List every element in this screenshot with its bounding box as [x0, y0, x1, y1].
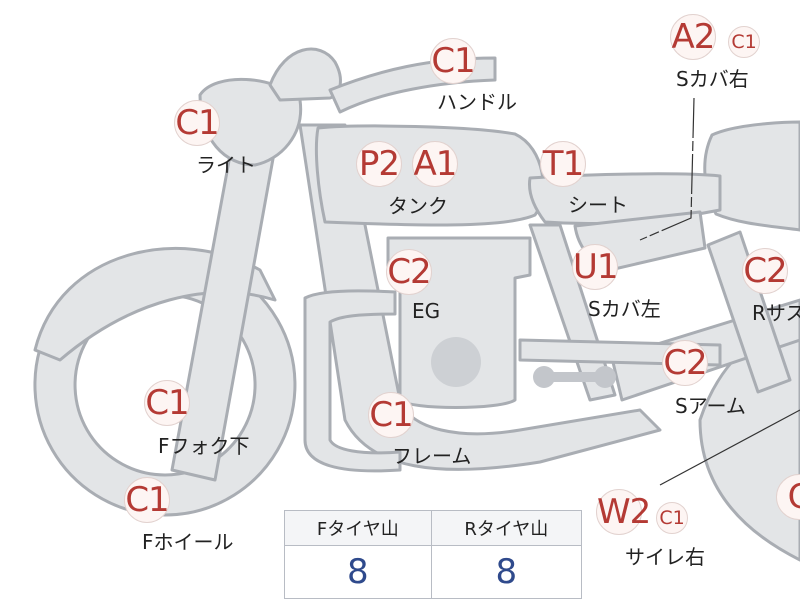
- side-cover-left-code: U1: [572, 244, 619, 290]
- muffler-right-label: サイレ右: [625, 545, 705, 569]
- light-label: ライト: [196, 153, 256, 177]
- rear-tire-value: 8: [430, 545, 583, 599]
- headlight-shape: [198, 78, 303, 167]
- table-row: 8 8: [284, 545, 583, 599]
- muffler-right-code: W2: [596, 489, 651, 535]
- handle-label: ハンドル: [437, 90, 517, 114]
- fork-lower-label: Fフォク下: [158, 434, 250, 458]
- handle-code: C1: [430, 38, 476, 84]
- table-header-row: Fタイヤ山 Rタイヤ山: [284, 510, 583, 546]
- rear-suspension-shape: [706, 230, 792, 394]
- swing-arm-code: C2: [662, 340, 708, 386]
- front-tire-value: 8: [284, 545, 432, 599]
- leader-line-side-cover: [639, 97, 695, 241]
- rear-suspension-code: C2: [742, 248, 788, 294]
- seat-label: シート: [568, 193, 628, 217]
- side-cover-left-label: Sカバ左: [588, 297, 661, 321]
- light-code: C1: [174, 100, 220, 146]
- front-wheel-label: Fホイール: [142, 530, 234, 554]
- tire-tread-table: Fタイヤ山 Rタイヤ山 8 8: [284, 510, 583, 599]
- tank-code-1: P2: [356, 141, 402, 187]
- frame-code: C1: [368, 392, 414, 438]
- front-tire-header: Fタイヤ山: [284, 510, 432, 546]
- swing-arm-label: Sアーム: [675, 394, 746, 418]
- front-wheel-code: C1: [124, 477, 170, 523]
- leader-line-muffler: [659, 409, 800, 486]
- frame-label: フレーム: [392, 444, 472, 468]
- fork-lower-code: C1: [144, 380, 190, 426]
- side-cover-right-subcode: C1: [728, 26, 760, 58]
- tank-code-2: A1: [412, 141, 458, 187]
- tank-label: タンク: [388, 194, 448, 218]
- side-cover-right-label: Sカバ右: [676, 67, 749, 91]
- rear-suspension-label: Rサス: [752, 301, 800, 325]
- engine-label: EG: [412, 299, 441, 323]
- muffler-right-subcode: C1: [656, 502, 688, 534]
- rear-tire-header: Rタイヤ山: [430, 510, 583, 546]
- side-cover-right-code: A2: [670, 14, 716, 60]
- seat-code: T1: [540, 141, 586, 187]
- engine-code: C2: [386, 249, 432, 295]
